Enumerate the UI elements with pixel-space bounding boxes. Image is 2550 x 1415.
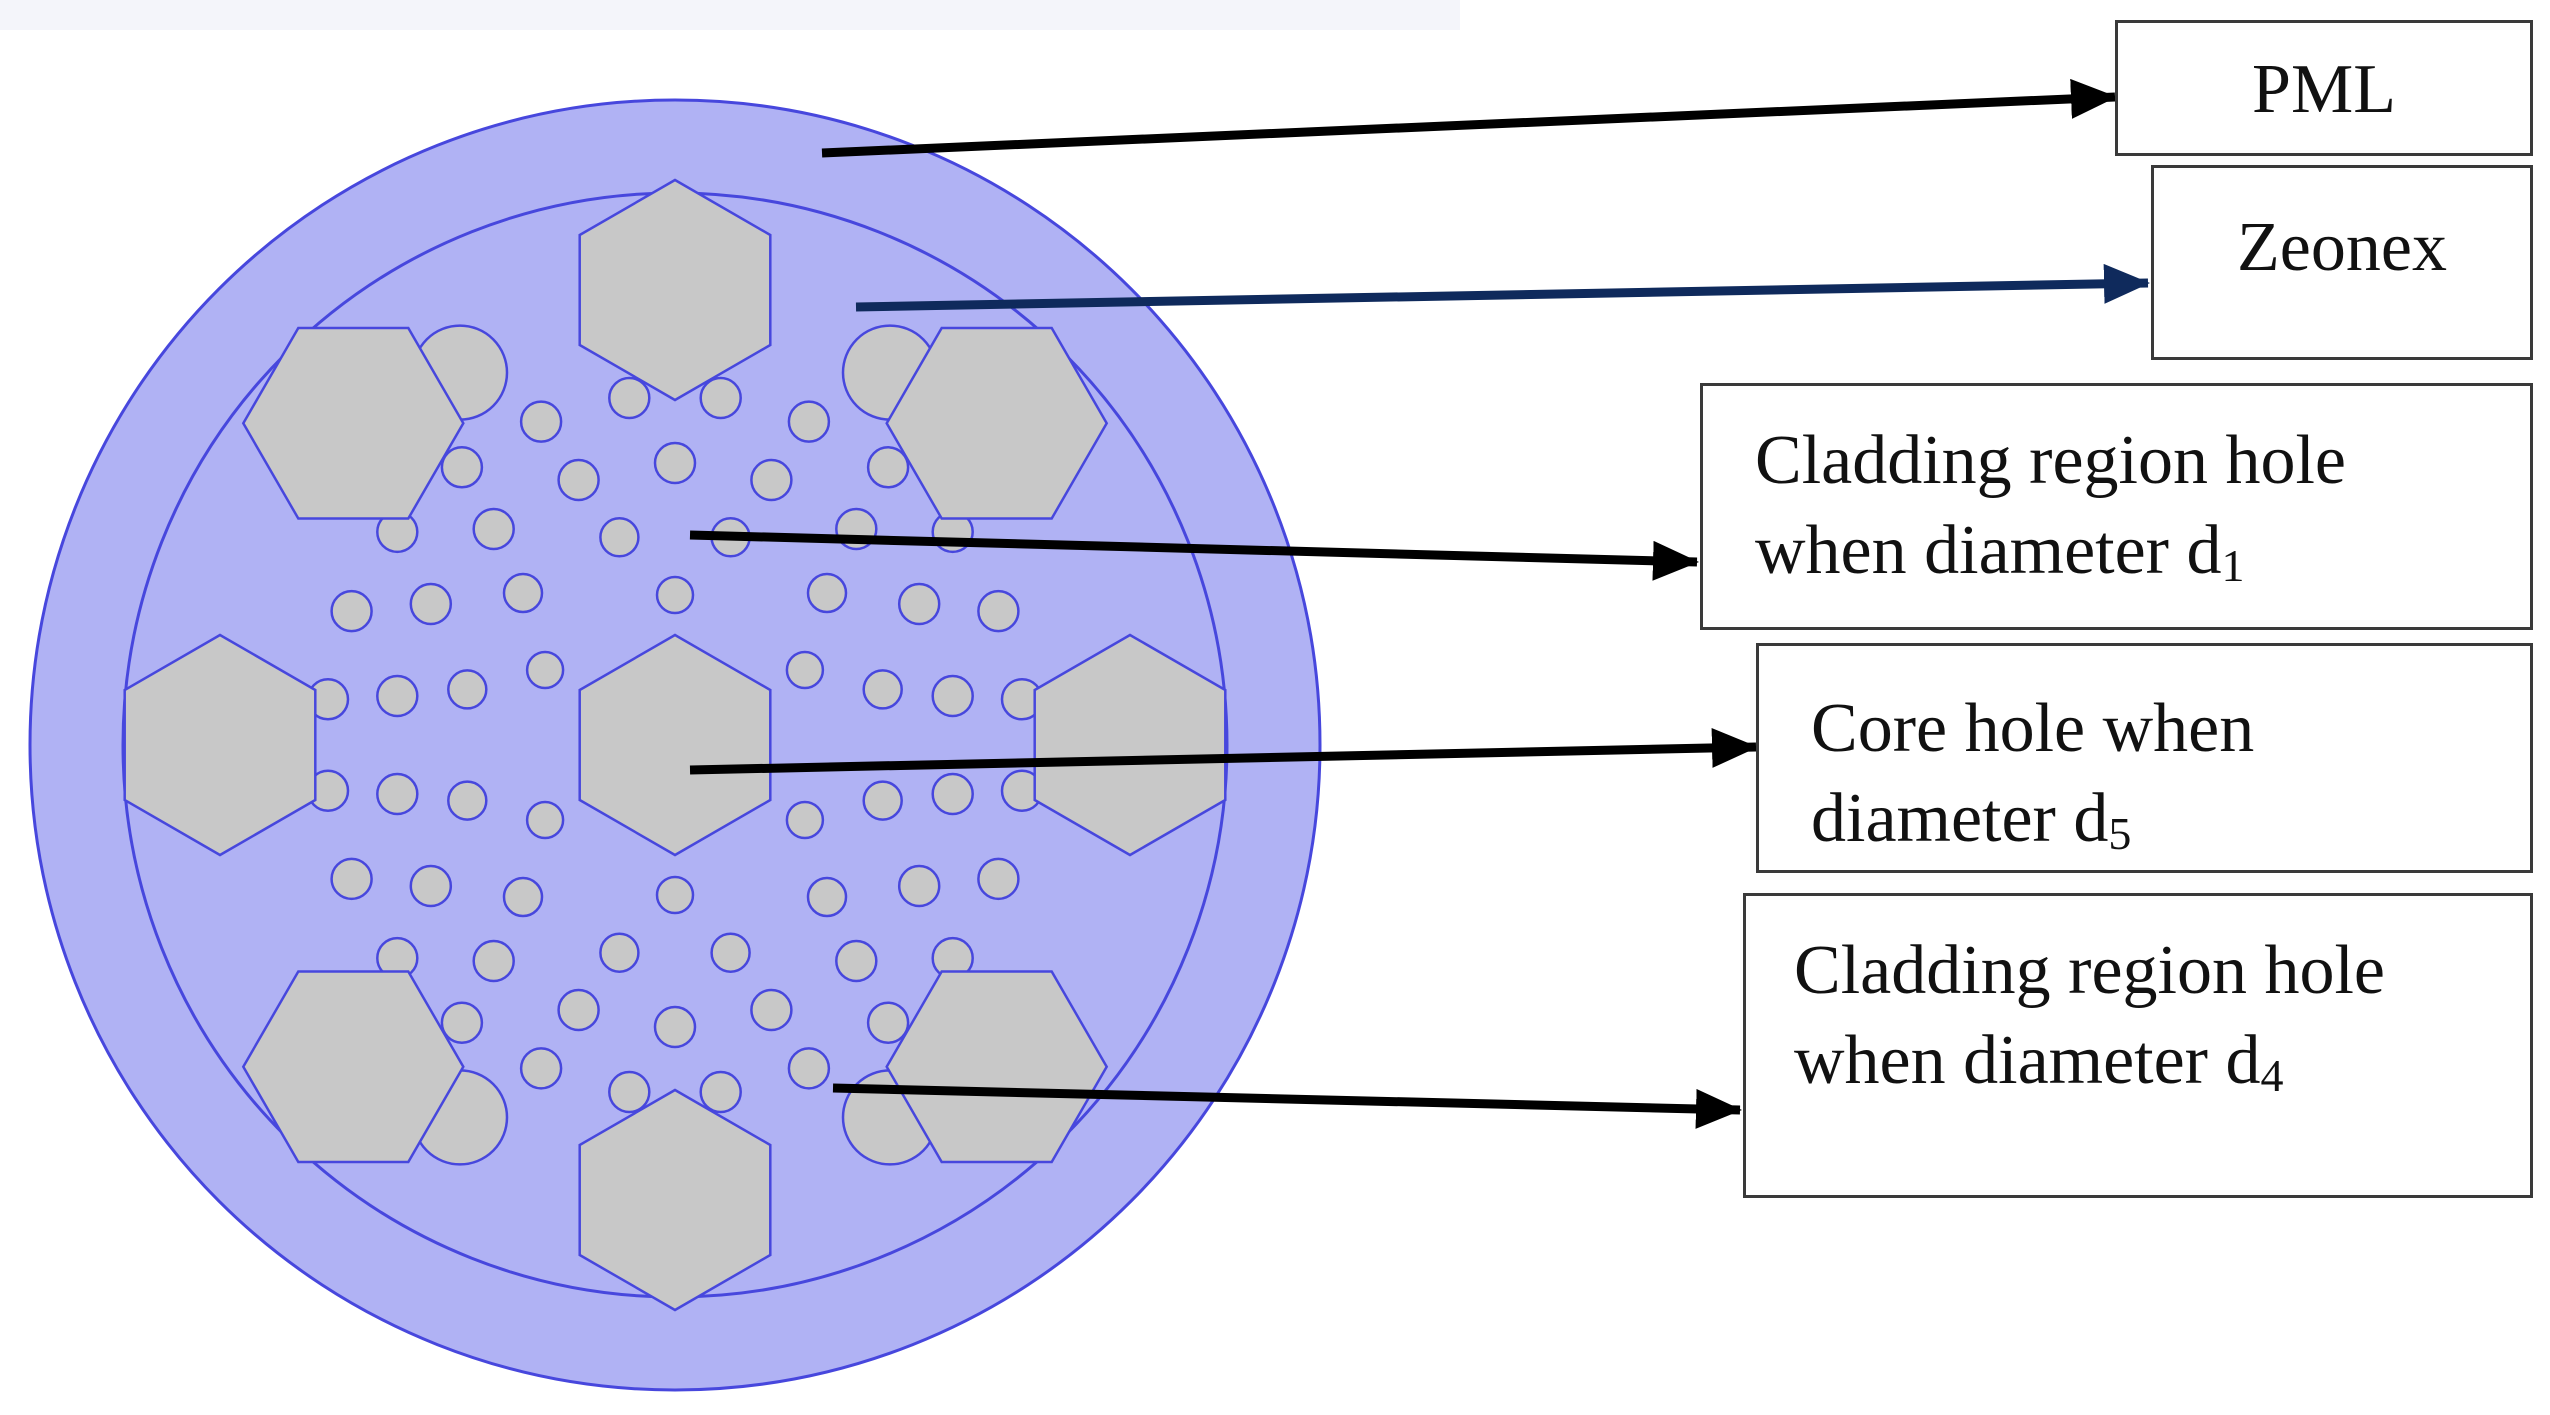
- zeonex-label: Zeonex: [2237, 209, 2447, 286]
- cladding-hole-ring-2: [862, 780, 903, 821]
- outer-hexagonal-hole: [578, 178, 772, 402]
- core-d5-label-box: Core hole when diameter d5: [1756, 643, 2533, 873]
- cladding-hole-ring-3: [409, 864, 453, 908]
- cladding-hole-ring-4: [608, 1070, 651, 1114]
- cladding-hole-ring-2: [502, 876, 544, 918]
- pml-label-box: PML: [2115, 20, 2533, 156]
- cladding-hole-ring-3: [835, 939, 878, 983]
- cladding-hole-ring-3: [557, 458, 600, 502]
- cladding-hole-ring-2: [447, 669, 488, 710]
- outer-hexagonal-hole: [1033, 633, 1227, 857]
- cladding-d1-subscript: 1: [2221, 540, 2245, 591]
- cladding-d1-line2: when diameter d1: [1755, 512, 2245, 591]
- core-d5-line1: Core hole when: [1811, 690, 2255, 767]
- cladding-hole-ring-3: [931, 674, 974, 718]
- core-hexagon: [578, 633, 772, 857]
- cladding-hole-ring-4: [519, 1047, 563, 1090]
- cladding-hole-ring-1: [655, 575, 695, 615]
- arrow-to-pml: [821, 78, 2117, 158]
- outer-hexagonal-hole: [885, 970, 1109, 1164]
- arrow-to-cladding-d1: [689, 530, 1699, 581]
- cladding-hole-ring-4: [787, 1047, 831, 1090]
- cladding-d4-subscript: 4: [2260, 1050, 2284, 1101]
- cladding-hole-ring-4: [699, 376, 742, 420]
- arrow-to-zeonex: [855, 263, 2150, 312]
- cladding-hole-ring-3: [750, 458, 793, 502]
- cladding-hole-ring-3: [750, 988, 793, 1032]
- cladding-hole-ring-4: [330, 857, 373, 901]
- cladding-hole-ring-1: [655, 875, 695, 915]
- cladding-hole-ring-1: [785, 800, 825, 840]
- cladding-hole-ring-2: [502, 572, 544, 614]
- core-d5-subscript: 5: [2108, 808, 2132, 859]
- cladding-hole-ring-2: [806, 572, 848, 614]
- outer-hexagonal-hole: [885, 326, 1109, 520]
- cladding-hole-ring-4: [440, 446, 484, 489]
- cladding-hole-ring-4: [440, 1001, 484, 1044]
- cladding-hole-ring-3: [931, 772, 974, 816]
- arrow-to-cladding-d4: [832, 1083, 1742, 1129]
- cladding-d4-label-box: Cladding region hole when diameter d4: [1743, 893, 2533, 1198]
- cladding-hole-ring-4: [330, 589, 373, 633]
- pml-label: PML: [2252, 51, 2396, 128]
- zeonex-label-box: Zeonex: [2151, 165, 2533, 360]
- cladding-hole-ring-3: [557, 988, 600, 1032]
- cladding-hole-ring-1: [525, 650, 565, 690]
- cladding-d4-line1: Cladding region hole: [1794, 932, 2386, 1009]
- cladding-hole-ring-3: [653, 441, 697, 485]
- cladding-hole-ring-4: [866, 1001, 910, 1044]
- cladding-hole-ring-1: [525, 800, 565, 840]
- outer-hexagonal-hole: [578, 1088, 772, 1312]
- cladding-hole-ring-3: [897, 582, 941, 626]
- cladding-hole-ring-4: [519, 400, 563, 443]
- top-strip: [0, 0, 1460, 30]
- arrow-to-core-d5: [689, 727, 1758, 775]
- cladding-hole-ring-2: [710, 932, 751, 973]
- cladding-hole-ring-4: [977, 589, 1020, 633]
- cladding-hole-ring-3: [376, 674, 419, 718]
- cladding-hole-ring-2: [862, 669, 903, 710]
- cladding-hole-ring-3: [897, 864, 941, 908]
- cladding-hole-ring-3: [409, 582, 453, 626]
- cladding-hole-ring-3: [376, 772, 419, 816]
- cladding-hole-ring-1: [785, 650, 825, 690]
- cladding-hole-ring-2: [599, 932, 640, 973]
- outer-hexagonal-hole: [123, 633, 317, 857]
- cladding-hole-ring-2: [447, 780, 488, 821]
- cladding-hole-ring-4: [699, 1070, 742, 1114]
- cladding-hole-ring-3: [472, 507, 515, 551]
- cladding-hole-ring-4: [608, 376, 651, 420]
- cladding-hole-ring-4: [866, 446, 910, 489]
- cladding-hole-ring-2: [599, 517, 640, 558]
- cladding-d4-line2: when diameter d4: [1794, 1022, 2284, 1101]
- cladding-hole-ring-2: [806, 876, 848, 918]
- cladding-hole-ring-4: [787, 400, 831, 443]
- cladding-d1-line1: Cladding region hole: [1755, 422, 2347, 499]
- cladding-hole-ring-3: [472, 939, 515, 983]
- outer-hexagonal-hole: [241, 970, 465, 1164]
- core-d5-line2: diameter d5: [1811, 780, 2132, 859]
- cladding-d1-label-box: Cladding region hole when diameter d1: [1700, 383, 2533, 630]
- outer-hexagonal-hole: [241, 326, 465, 520]
- air-holes-group: [123, 178, 1227, 1312]
- cladding-hole-ring-3: [653, 1005, 697, 1049]
- cladding-hole-ring-4: [977, 857, 1020, 901]
